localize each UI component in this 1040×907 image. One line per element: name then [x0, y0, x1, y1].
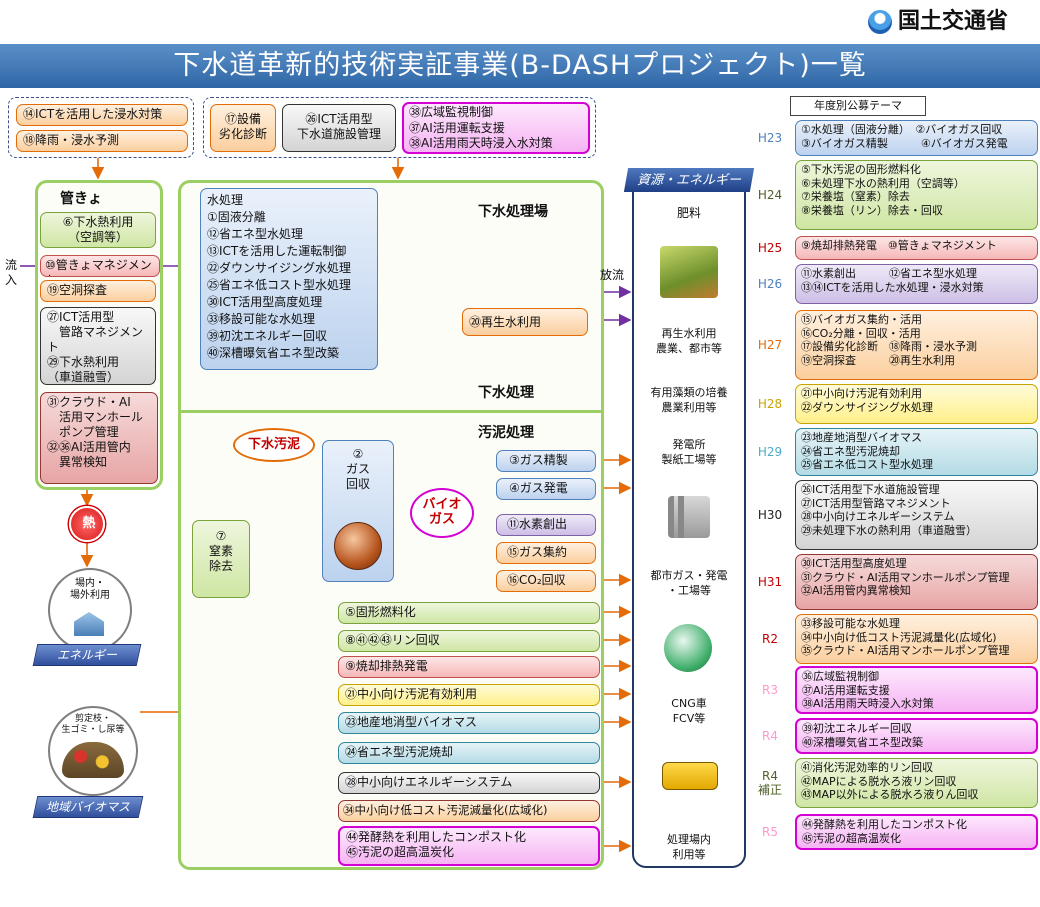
- box-gas-refining: ③ガス精製: [496, 450, 596, 472]
- resource-city-gas: 都市ガス・発電 ・工場等: [650, 569, 728, 597]
- box-ict-flood: ⑭ICTを活用した浸水対策: [16, 104, 188, 126]
- theme-year: R3: [762, 683, 778, 697]
- box-compost: ㊹発酵熱を利用したコンポスト化 ㊺汚泥の超高温炭化: [338, 826, 600, 866]
- box-gas-collection: ⑮ガス集約: [496, 542, 596, 564]
- box-ict-facility: ㉖ICT活用型 下水道施設管理: [282, 104, 396, 152]
- sewage-sludge-text: 下水汚泥: [247, 437, 300, 452]
- logo-text: 国土交通省: [898, 9, 1009, 34]
- theme-box: ⑤下水汚泥の固形燃料化 ⑥未処理下水の熱利用（空調等） ⑦栄養塩（窒素）除去 ⑧…: [795, 160, 1038, 230]
- box-small-energy: ㉘中小向けエネルギーシステム: [338, 772, 600, 794]
- mlit-logo: 国土交通省: [868, 8, 1038, 38]
- theme-year: R4 補正: [757, 769, 782, 797]
- box-incineration-power: ⑨焼却排熱発電: [338, 656, 600, 678]
- logo-mark-icon: [868, 10, 892, 34]
- sewage-sludge-oval: [233, 428, 315, 462]
- section-divider: [180, 410, 602, 413]
- box-ict-pipe: ㉗ICT活用型 管路マネジメント ㉙下水熱利用 （車道融雪）: [40, 307, 156, 385]
- biomass-food-icon: [62, 742, 124, 778]
- resource-algae: 有用藻類の培養 農業利用等: [650, 386, 728, 414]
- box-sewage-heat: ⑥下水熱利用 （空調等）: [40, 212, 156, 248]
- resource-fertilizer: 肥料: [676, 206, 701, 220]
- energy-label-text: エネルギー: [56, 648, 117, 662]
- biogas-oval: [410, 488, 474, 538]
- box-small-lowcost: ㉞中小向け低コスト汚泥減量化(広域化): [338, 800, 600, 822]
- box-water-treatment: 水処理 ①固液分離 ⑫省エネ型水処理 ⑬ICTを活用した運転制御 ㉒ダウンサイジ…: [200, 188, 378, 370]
- theme-year: H31: [757, 575, 783, 589]
- sludge-treatment-label: 汚泥処理: [478, 425, 534, 441]
- resource-onsite: 処理場内 利用等: [667, 833, 711, 861]
- theme-box: ㉖ICT活用型下水道施設管理 ㉗ICT活用型管路マネジメント ㉘中小向けエネルギ…: [795, 480, 1038, 550]
- theme-year: R5: [762, 825, 778, 839]
- box-co2-recovery: ⑯CO₂回収: [496, 570, 596, 592]
- box-equipment-diagnosis: ⑰設備 劣化診断: [210, 104, 276, 152]
- theme-year: R4: [762, 729, 778, 743]
- theme-box: ㊶消化汚泥効率的リン回収 ㊷MAPによる脱水ろ液リン回収 ㊸MAP以外による脱水…: [795, 758, 1038, 808]
- gas-tank-icon: [664, 624, 712, 672]
- discharge-label: 放流: [600, 268, 625, 282]
- box-cloud-ai-pump: ㉛クラウド・AI 活用マンホール ポンプ管理 ㉜㊱AI活用管内 異常検知: [40, 392, 158, 484]
- box-rain-forecast: ⑱降雨・浸水予測: [16, 130, 188, 152]
- theme-box: ㉓地産地消型バイオマス ㉔省エネ型汚泥焼却 ㉕省エネ低コスト型水処理: [795, 428, 1038, 476]
- box-cavity-survey: ⑲空洞探査: [40, 280, 156, 302]
- theme-box: ⑪水素創出 ⑫省エネ型水処理 ⑬⑭ICTを活用した水処理・浸水対策: [795, 264, 1038, 304]
- resource-cng: CNG車 FCV等: [671, 697, 707, 725]
- theme-box: ㉑中小向け汚泥有効利用 ㉒ダウンサイジング水処理: [795, 384, 1038, 424]
- biomass-circle-text: 剪定枝・ 生ゴミ・し尿等: [61, 714, 125, 735]
- theme-year: H29: [757, 445, 783, 459]
- resources-header-text: 資源・エネルギー: [636, 173, 741, 188]
- digester-tank-icon: [334, 522, 382, 570]
- top-group-facility: [203, 97, 596, 158]
- heat-circle: [69, 506, 105, 542]
- box-wide-area-monitoring: ㊳広域監視制御 ㊲AI活用運転支援 ㊳AI活用雨天時浸入水対策: [402, 102, 590, 154]
- theme-year: R2: [762, 632, 778, 646]
- box-gas-power: ④ガス発電: [496, 478, 596, 500]
- theme-box: ①水処理（固液分離） ②バイオガス回収 ③バイオガス精製 ④バイオガス発電: [795, 120, 1038, 156]
- box-phosphorus: ⑧㊶㊷㊸リン回収: [338, 630, 600, 652]
- box-solid-fuel: ⑤固形燃料化: [338, 602, 600, 624]
- energy-circle: [48, 568, 132, 652]
- box-energy-saving-incineration: ㉔省エネ型汚泥焼却: [338, 742, 600, 764]
- theme-year: H28: [757, 397, 783, 411]
- pipes-title: 管きょ: [60, 191, 102, 207]
- box-small-sludge: ㉑中小向け汚泥有効利用: [338, 684, 600, 706]
- biomass-label-text: 地域バイオマス: [45, 800, 130, 814]
- page-title: 下水道革新的技術実証事業(B-DASHプロジェクト)一覧: [0, 44, 1040, 88]
- theme-year: H30: [757, 508, 783, 522]
- bus-icon: [662, 762, 718, 790]
- theme-year: H26: [757, 277, 783, 291]
- energy-circle-text: 場内・ 場外利用: [70, 578, 110, 601]
- theme-year: H25: [757, 241, 783, 255]
- sewage-treatment-label: 下水処理: [478, 385, 534, 401]
- heat-label: 熱: [82, 516, 96, 531]
- theme-year: H23: [757, 131, 783, 145]
- theme-year: H24: [757, 188, 783, 202]
- themes-header: 年度別公募テーマ: [814, 99, 902, 112]
- plant-title: 下水処理場: [478, 204, 548, 220]
- box-hydrogen: ⑪水素創出: [496, 514, 596, 536]
- theme-box: ㊹発酵熱を利用したコンポスト化 ㊺汚泥の超高温炭化: [795, 814, 1038, 850]
- factory-icon: [668, 496, 710, 538]
- themes-header-box: [790, 96, 926, 116]
- theme-box: ㉚ICT活用型高度処理 ㉛クラウド・AI活用マンホールポンプ管理 ㉜AI活用管内…: [795, 554, 1038, 610]
- theme-box: ㊴初沈エネルギー回収 ㊵深槽曝気省エネ型改築: [795, 718, 1038, 754]
- farm-field-icon: [660, 246, 718, 298]
- theme-box: ㊱広域監視制御 ㊲AI活用運転支援 ㊳AI活用雨天時浸入水対策: [795, 666, 1038, 714]
- theme-year: H27: [757, 338, 783, 352]
- theme-box: ⑨焼却排熱発電 ⑩管きょマネジメント: [795, 236, 1038, 260]
- biogas-text: バイオ ガス: [422, 497, 462, 527]
- top-group-flood: [8, 97, 194, 158]
- box-local-biomass: ㉓地産地消型バイオマス: [338, 712, 600, 734]
- inflow-label: 流 入: [5, 258, 18, 287]
- box-reclaimed-water: ⑳再生水利用: [462, 308, 588, 336]
- resource-reclaimed: 再生水利用 農業、都市等: [656, 327, 722, 355]
- theme-box: ㉝移設可能な水処理 ㉞中小向け低コスト汚泥減量化(広域化) ㉟クラウド・AI活用…: [795, 614, 1038, 664]
- box-pipe-management: ⑩管きょマネジメント: [40, 255, 160, 277]
- theme-box: ⑮バイオガス集約・活用 ⑯CO₂分離・回収・活用 ⑰設備劣化診断 ⑱降雨・浸水予…: [795, 310, 1038, 380]
- resource-power-plant: 発電所 製紙工場等: [661, 438, 717, 466]
- box-nitrogen-removal: ⑦ 窒素 除去: [192, 520, 250, 598]
